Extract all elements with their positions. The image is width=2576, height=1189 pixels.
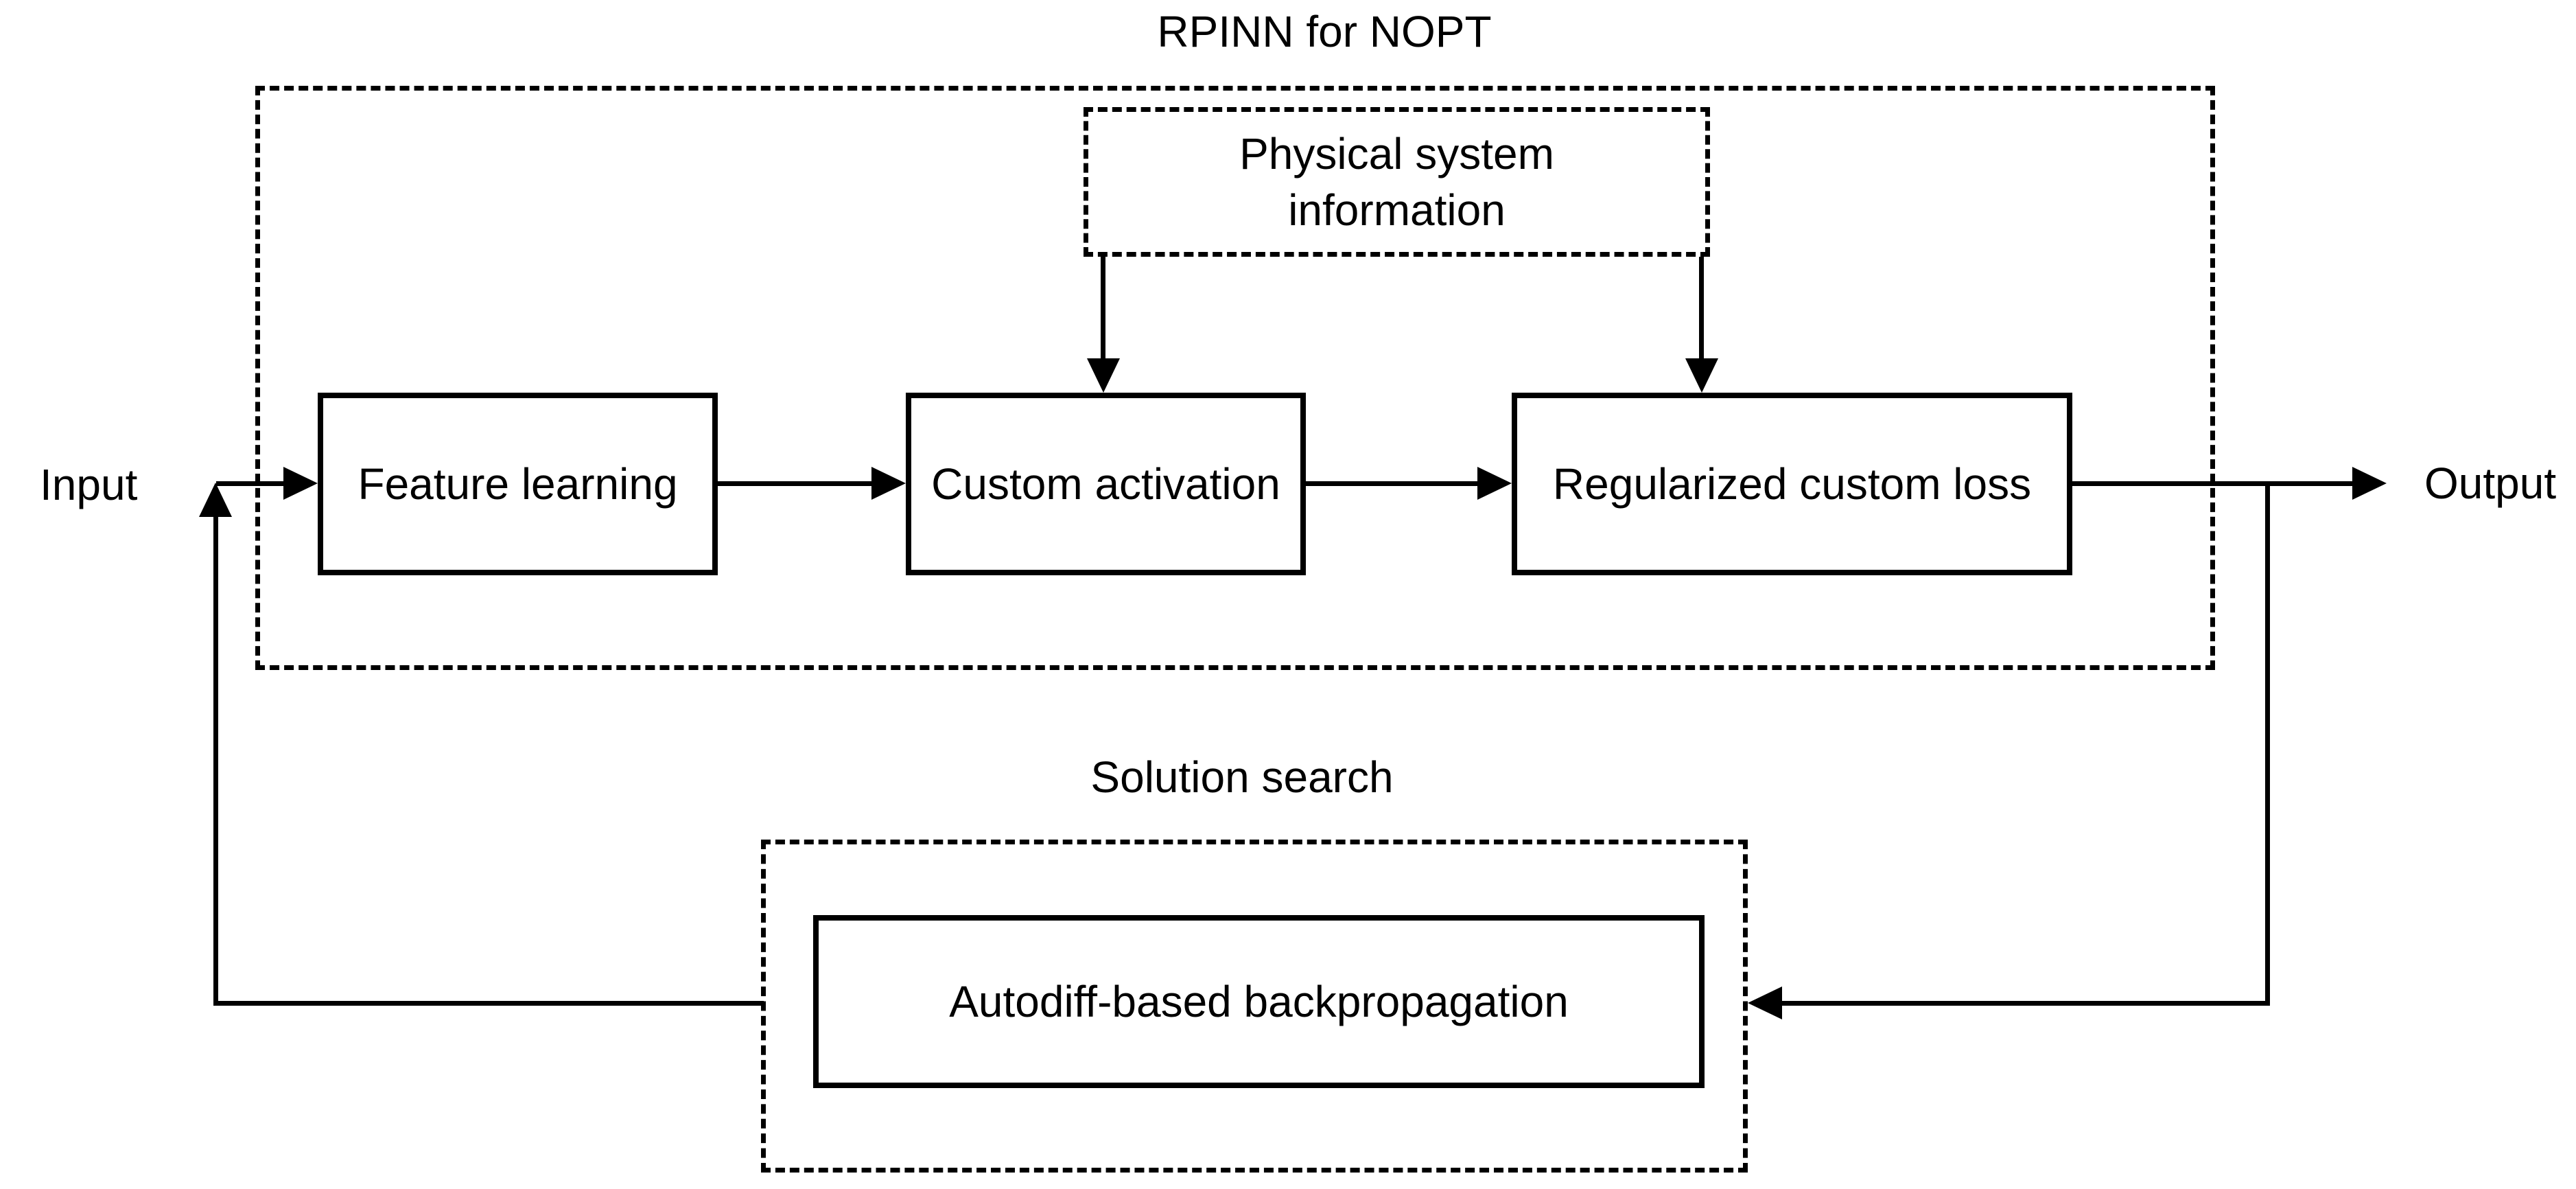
custom-activation-box: Custom activation bbox=[906, 393, 1306, 575]
arrow-loss-to-output-line bbox=[2072, 481, 2355, 486]
feature-learning-box: Feature learning bbox=[318, 393, 718, 575]
physical-info-text: Physical system information bbox=[1088, 112, 1705, 252]
feedback-into-input-head bbox=[199, 483, 232, 517]
input-label: Input bbox=[40, 460, 138, 509]
feedback-into-solution-head bbox=[1748, 986, 1782, 1019]
physical-info-line2: information bbox=[1288, 185, 1506, 235]
feedback-right-horizontal-line bbox=[1779, 1001, 2270, 1006]
arrow-physical-to-loss-head bbox=[1685, 358, 1718, 393]
feedback-right-vertical-line bbox=[2265, 481, 2270, 1006]
custom-activation-label: Custom activation bbox=[931, 459, 1280, 509]
arrow-input-to-feature-head bbox=[283, 467, 318, 500]
arrow-activation-to-loss-head bbox=[1477, 467, 1512, 500]
regularized-loss-label: Regularized custom loss bbox=[1552, 459, 2032, 509]
arrow-physical-to-activation-line bbox=[1101, 257, 1105, 361]
output-label: Output bbox=[2424, 459, 2557, 508]
solution-search-label: Solution search bbox=[1090, 752, 1394, 802]
arrow-activation-to-loss-line bbox=[1306, 481, 1480, 486]
physical-info-line1: Physical system bbox=[1239, 129, 1554, 178]
rpinn-group-box bbox=[255, 86, 2215, 670]
solution-search-box bbox=[761, 840, 1748, 1173]
diagram-title: RPINN for NOPT bbox=[1157, 7, 1492, 56]
autodiff-label: Autodiff-based backpropagation bbox=[949, 977, 1569, 1026]
autodiff-box: Autodiff-based backpropagation bbox=[813, 915, 1705, 1088]
feedback-left-vertical-line bbox=[213, 516, 218, 1006]
arrow-loss-to-output-head bbox=[2352, 467, 2387, 500]
regularized-loss-box: Regularized custom loss bbox=[1512, 393, 2072, 575]
arrow-input-to-feature-line bbox=[216, 481, 288, 486]
feature-learning-label: Feature learning bbox=[358, 459, 678, 509]
physical-info-box: Physical system information bbox=[1084, 107, 1710, 257]
arrow-feature-to-activation-line bbox=[718, 481, 874, 486]
arrow-physical-to-loss-line bbox=[1699, 257, 1704, 361]
arrow-feature-to-activation-head bbox=[871, 467, 906, 500]
arrow-physical-to-activation-head bbox=[1087, 358, 1120, 393]
feedback-left-horizontal-line bbox=[213, 1001, 764, 1006]
